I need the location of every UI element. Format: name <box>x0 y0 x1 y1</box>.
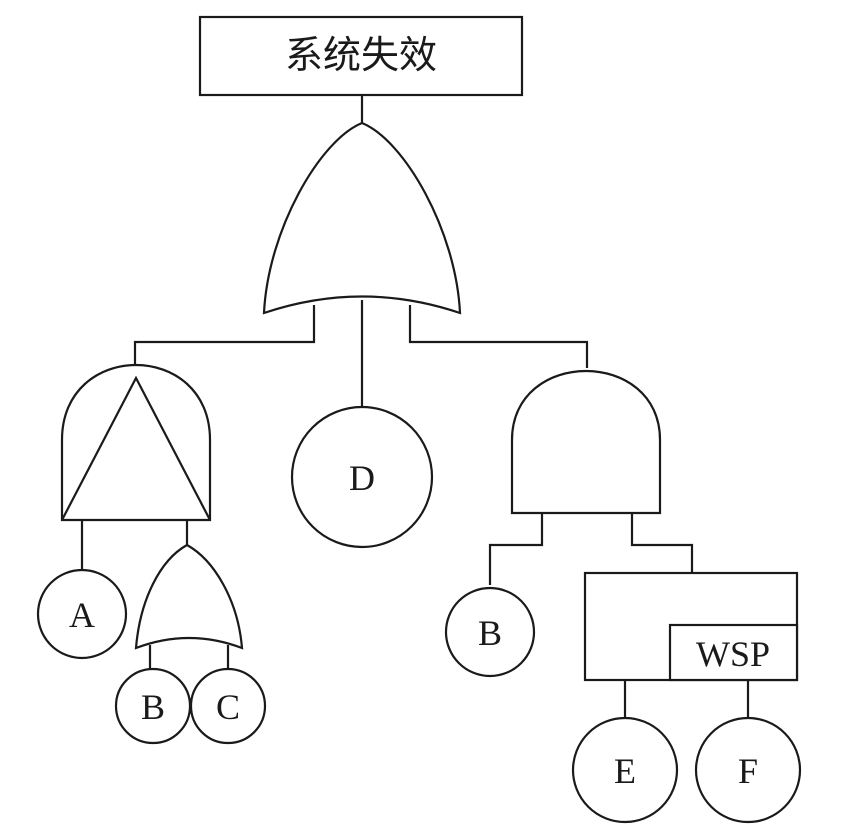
pand-gate-triangle <box>61 375 211 521</box>
basic-event-b-right-circle <box>444 586 536 678</box>
line-and-to-wsp <box>630 513 694 573</box>
basic-event-a-label: A <box>69 595 95 635</box>
left-or-gate <box>134 543 244 650</box>
basic-event-c: C <box>189 667 267 745</box>
basic-event-c-circle <box>189 667 267 745</box>
basic-event-f: F <box>694 716 802 824</box>
top-or-gate <box>262 121 462 315</box>
right-and-gate <box>510 370 662 515</box>
basic-event-f-label: F <box>738 751 758 791</box>
basic-event-a: A <box>36 568 128 660</box>
line-or-to-right-and <box>408 305 589 368</box>
pand-gate-body <box>60 364 212 522</box>
basic-event-d: D <box>290 405 434 549</box>
basic-event-d-circle <box>290 405 434 549</box>
basic-event-e-label: E <box>614 751 636 791</box>
wsp-gate-label: WSP <box>696 634 770 674</box>
line-and-to-b <box>488 513 544 585</box>
line-or-to-left-gate <box>133 305 316 378</box>
basic-event-b-right: B <box>444 586 536 678</box>
basic-event-e: E <box>571 716 679 824</box>
top-event: 系统失效 <box>198 15 524 97</box>
top-event-label: 系统失效 <box>285 33 437 77</box>
left-pand-gate <box>60 364 212 522</box>
basic-event-b-right-label: B <box>478 613 502 653</box>
basic-event-b-left: B <box>114 667 192 745</box>
wsp-gate: WSP <box>583 571 799 682</box>
basic-event-f-circle <box>694 716 802 824</box>
connector-lines <box>80 95 750 718</box>
basic-event-d-label: D <box>349 458 375 498</box>
wsp-gate-label-box <box>668 623 799 682</box>
basic-event-b-left-label: B <box>141 687 165 727</box>
basic-event-a-circle <box>36 568 128 660</box>
basic-event-e-circle <box>571 716 679 824</box>
top-event-box <box>198 15 524 97</box>
basic-event-c-label: C <box>216 687 240 727</box>
